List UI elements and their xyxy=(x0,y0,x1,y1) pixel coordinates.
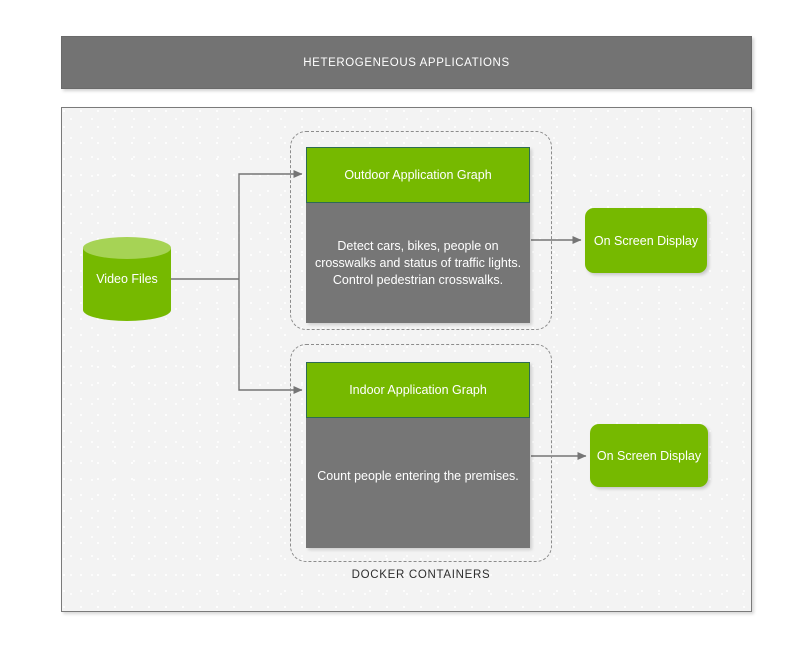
indoor-card-description: Count people entering the premises. xyxy=(306,418,530,548)
indoor-card-title: Indoor Application Graph xyxy=(306,362,530,418)
header-bar: HETEROGENEOUS APPLICATIONS xyxy=(61,36,752,89)
outdoor-card-title: Outdoor Application Graph xyxy=(306,147,530,203)
video-files-datastore[interactable]: Video Files xyxy=(83,237,171,321)
docker-container-indoor xyxy=(290,344,552,562)
on-screen-display-outdoor[interactable]: On Screen Display xyxy=(585,208,707,273)
on-screen-display-indoor[interactable]: On Screen Display xyxy=(590,424,708,487)
outdoor-application-card[interactable]: Outdoor Application Graph Detect cars, b… xyxy=(306,147,530,323)
outdoor-card-description: Detect cars, bikes, people on crosswalks… xyxy=(306,203,530,323)
docker-container-outdoor xyxy=(290,131,552,330)
header-title: HETEROGENEOUS APPLICATIONS xyxy=(303,56,510,69)
cylinder-top-ellipse xyxy=(83,237,171,259)
indoor-application-card[interactable]: Indoor Application Graph Count people en… xyxy=(306,362,530,548)
video-files-label: Video Files xyxy=(96,272,158,286)
docker-containers-label: DOCKER CONTAINERS xyxy=(351,569,491,581)
